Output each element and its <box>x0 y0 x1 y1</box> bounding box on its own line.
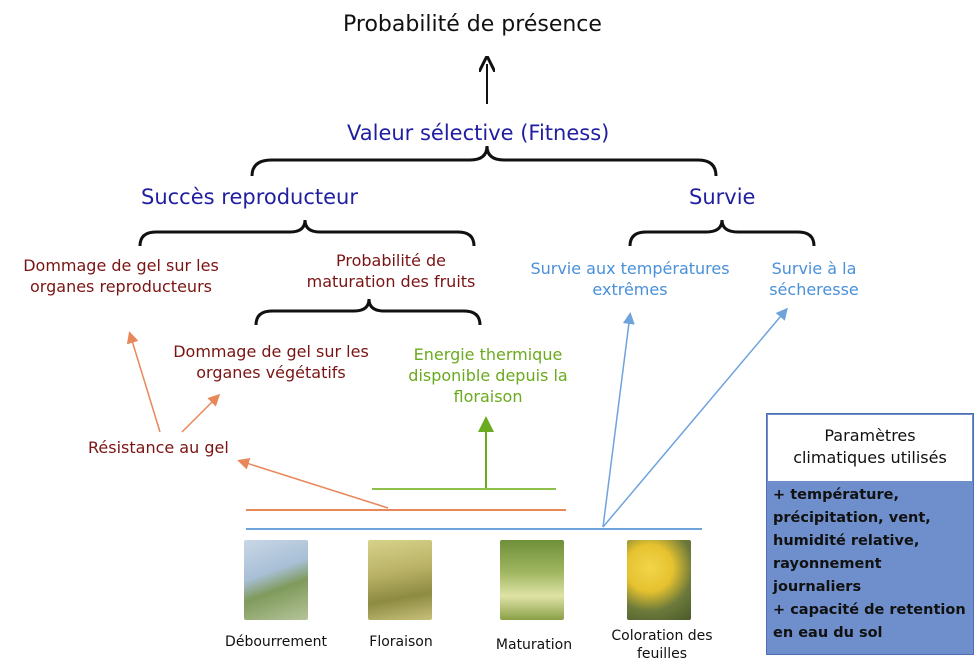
arrow-to-frost-resistance <box>237 458 389 509</box>
survival-label: Survie <box>689 185 756 209</box>
leaf-coloration-label: Coloration des feuilles <box>600 628 724 663</box>
brace-reproductive-success <box>138 219 476 247</box>
climate-parameters-box: Paramètres climatiques utilisés + tempér… <box>766 413 974 655</box>
extreme-temp-survival-line1: Survie aux températures <box>530 259 730 278</box>
frost-damage-vegetative-label: Dommage de gel sur les organes végétatif… <box>160 341 382 383</box>
frost-damage-reproductive-label: Dommage de gel sur les organes reproduct… <box>10 255 232 297</box>
drought-survival-line1: Survie à la <box>771 259 857 278</box>
maturation-label: Maturation <box>495 637 573 653</box>
brace-fruit-maturation <box>254 298 482 326</box>
drought-survival-line2: sécheresse <box>769 280 859 300</box>
leaf-coloration-photo <box>627 540 691 620</box>
climate-param-line: journaliers <box>773 579 862 595</box>
presence-probability-label: Probabilité de présence <box>343 12 602 37</box>
budburst-photo <box>244 540 308 620</box>
fruit-maturation-label: Probabilité de maturation des fruits <box>296 250 486 292</box>
climate-param-line: + température, <box>773 487 899 503</box>
frost-damage-vegetative-line1: Dommage de gel sur les <box>173 342 369 361</box>
fruit-maturation-line1: Probabilité de <box>335 251 447 270</box>
climate-parameters-title-line1: Paramètres <box>824 426 916 445</box>
reproductive-success-label: Succès reproducteur <box>141 185 358 209</box>
flowering-photo <box>368 540 432 620</box>
climate-param-line: humidité relative, <box>773 533 920 549</box>
climate-param-line: rayonnement <box>773 556 882 572</box>
budburst-label: Débourrement <box>225 634 327 650</box>
drought-survival-label: Survie à la sécheresse <box>759 258 869 300</box>
arrow-resistance-to-veg-damage <box>181 393 221 433</box>
arrow-to-drought-survival <box>602 307 788 528</box>
leaf-coloration-line1: Coloration des <box>611 628 713 644</box>
climate-param-line: précipitation, vent, <box>773 510 931 526</box>
flowering-label: Floraison <box>369 634 433 650</box>
fitness-label: Valeur sélective (Fitness) <box>347 121 610 145</box>
maturation-photo <box>500 540 564 620</box>
leaf-coloration-line2: feuilles <box>637 645 687 662</box>
frost-damage-vegetative-line2: organes végétatifs <box>196 363 346 383</box>
climate-param-line: + capacité de retention <box>773 602 966 618</box>
brace-survival <box>628 219 816 247</box>
brace-fitness <box>250 145 718 177</box>
frost-resistance-label: Résistance au gel <box>88 438 229 457</box>
frost-damage-reproductive-line1: Dommage de gel sur les <box>23 256 219 275</box>
climate-parameters-title-line2: climatiques utilisés <box>793 447 947 467</box>
frost-damage-reproductive-line2: organes reproducteurs <box>30 277 212 297</box>
thermal-energy-line1: Energie thermique <box>413 345 563 364</box>
arrow-to-extreme-temp-survival <box>602 312 635 528</box>
thermal-energy-line3: floraison <box>453 387 523 407</box>
arrow-resistance-to-repro-damage <box>126 331 161 433</box>
climate-parameters-title: Paramètres climatiques utilisés <box>767 414 973 482</box>
thermal-energy-label: Energie thermique disponible depuis la f… <box>393 344 583 407</box>
climate-param-line: en eau du sol <box>773 625 883 641</box>
extreme-temp-survival-label: Survie aux températures extrêmes <box>519 258 741 300</box>
fruit-maturation-line2: maturation des fruits <box>306 272 476 292</box>
thermal-energy-line2: disponible depuis la <box>408 366 568 386</box>
extreme-temp-survival-line2: extrêmes <box>592 280 668 300</box>
